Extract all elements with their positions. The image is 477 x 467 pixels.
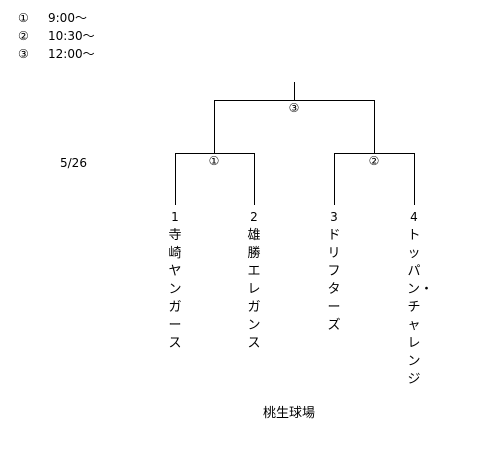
venue-label: 桃生球場 xyxy=(263,406,316,421)
schedule-row-1: ① 9:00～ xyxy=(18,11,87,25)
schedule-row-3: ③ 12:00～ xyxy=(18,47,95,61)
team-2-number: 2 xyxy=(250,210,258,224)
team-1-number: 1 xyxy=(171,210,179,224)
match-badge-semi1: ① xyxy=(206,154,222,168)
schedule-num: ① xyxy=(18,11,29,25)
schedule-time: 12:00～ xyxy=(48,47,95,61)
schedule-row-2: ② 10:30～ xyxy=(18,29,95,43)
team-1-name: 寺崎ヤンガース xyxy=(168,228,182,351)
match-badge-semi2: ② xyxy=(366,154,382,168)
schedule-num: ② xyxy=(18,29,29,43)
match-date: 5/26 xyxy=(60,156,87,170)
match-badge-final: ③ xyxy=(286,101,302,115)
schedule-time: 10:30～ xyxy=(48,29,95,43)
team-3-number: 3 xyxy=(330,210,338,224)
team-3-name: ドリフターズ xyxy=(327,228,341,333)
team-4-name: トッパン・チャレンジ xyxy=(407,228,434,387)
schedule-num: ③ xyxy=(18,47,29,61)
schedule-time: 9:00～ xyxy=(48,11,87,25)
team-2-name: 雄勝エレガンス xyxy=(247,228,261,351)
team-4-number: 4 xyxy=(410,210,418,224)
